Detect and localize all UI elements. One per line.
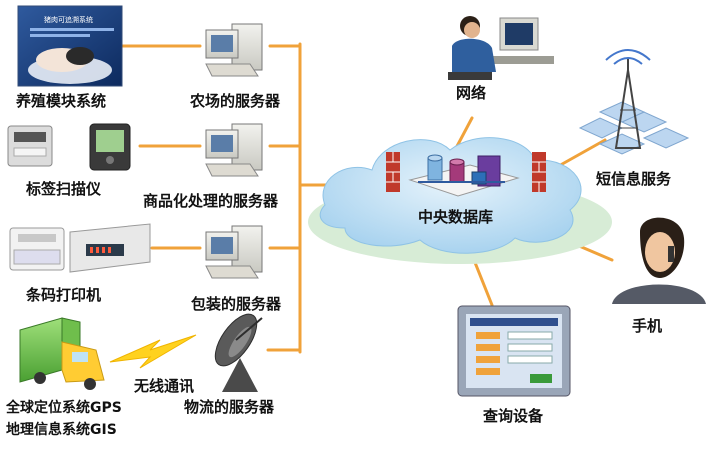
breeding-system-image: 猪肉可追溯系统 xyxy=(17,5,123,87)
wireless-lightning-icon xyxy=(109,334,197,369)
farm-server-icon xyxy=(205,23,263,77)
cloud-shape xyxy=(319,137,582,254)
label-farm-server: 农场的服务器 xyxy=(190,92,281,110)
label-breeding-system: 养殖模块系统 xyxy=(16,92,107,110)
label-barcode-printer: 条码打印机 xyxy=(26,286,102,304)
label-scanner-image xyxy=(7,123,131,171)
label-query-device: 查询设备 xyxy=(483,407,544,425)
network-operator-image xyxy=(448,16,554,80)
label-gis: 地理信息系统GIS xyxy=(6,422,117,438)
label-sms: 短信息服务 xyxy=(596,170,672,188)
firewall-left-icon xyxy=(386,152,400,192)
commodity-server-icon xyxy=(205,123,263,177)
label-packaging-server: 包装的服务器 xyxy=(191,295,282,313)
packaging-server-icon xyxy=(205,225,263,279)
sms-tower-icon xyxy=(578,49,690,155)
truck-image xyxy=(19,317,105,390)
mobile-user-image xyxy=(612,217,706,304)
label-label-scanner: 标签扫描仪 xyxy=(26,180,102,198)
label-wireless: 无线通讯 xyxy=(134,377,195,395)
satellite-dish-icon xyxy=(214,313,263,392)
barcode-printer-image xyxy=(9,223,151,273)
label-mobile: 手机 xyxy=(632,317,663,335)
label-gps: 全球定位系统GPS xyxy=(6,400,122,416)
central-database-cloud xyxy=(308,137,612,264)
database-servers-icon xyxy=(408,154,520,197)
label-logistics-server: 物流的服务器 xyxy=(184,398,275,416)
query-device-image xyxy=(457,305,571,397)
label-central-db: 中央数据库 xyxy=(418,208,494,226)
breeding-screen-title: 猪肉可追溯系统 xyxy=(44,15,93,24)
firewall-right-icon xyxy=(532,152,546,192)
label-commodity-server: 商品化处理的服务器 xyxy=(143,192,279,210)
label-network: 网络 xyxy=(456,84,487,102)
